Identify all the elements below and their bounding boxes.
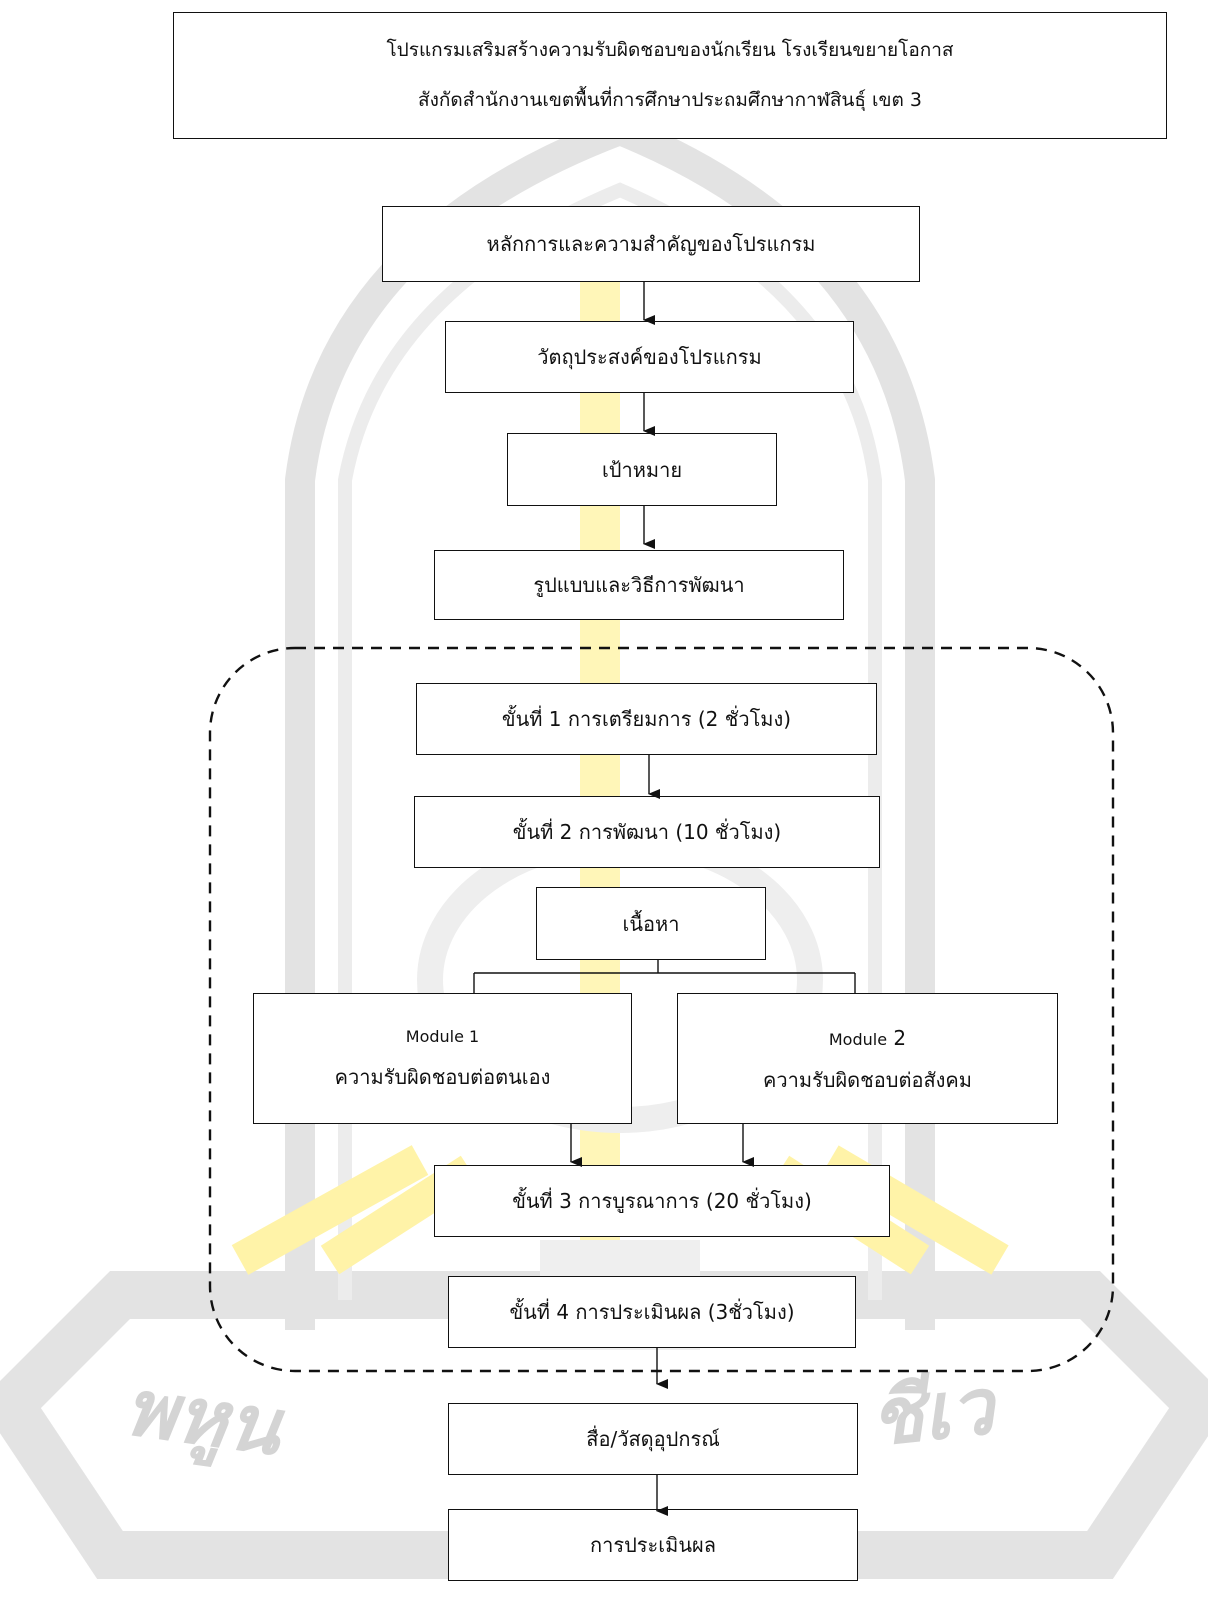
objective-box: วัตถุประสงค์ของโปรแกรม: [445, 321, 854, 393]
content-label: เนื้อหา: [622, 911, 680, 936]
goal-label: เป้าหมาย: [601, 457, 683, 482]
stage3-label: ขั้นที่ 3 การบูรณาการ (20 ชั่วโมง): [512, 1189, 812, 1213]
program-title-box: โปรแกรมเสริมสร้างความรับผิดชอบของนักเรีย…: [173, 12, 1167, 139]
principle-label: หลักการและความสำคัญของโปรแกรม: [486, 232, 816, 256]
evaluation-box: การประเมินผล: [448, 1509, 858, 1581]
objective-label: วัตถุประสงค์ของโปรแกรม: [537, 345, 762, 369]
module2-label-prefix: Module: [828, 1029, 888, 1049]
module1-title: ความรับผิดชอบต่อตนเอง: [334, 1064, 551, 1089]
media-label: สื่อ/วัสดุอุปกรณ์: [586, 1427, 720, 1451]
content-box: เนื้อหา: [536, 887, 766, 960]
principle-box: หลักการและความสำคัญของโปรแกรม: [382, 206, 920, 282]
development-model-label: รูปแบบและวิธีการพัฒนา: [533, 573, 745, 597]
program-title-line2: สังกัดสำนักงานเขตพื้นที่การศึกษาประถมศึก…: [418, 89, 922, 112]
module1-box: Module 1 ความรับผิดชอบต่อตนเอง: [253, 993, 632, 1124]
development-model-box: รูปแบบและวิธีการพัฒนา: [434, 550, 844, 620]
module2-label: Module 2: [829, 1025, 906, 1051]
program-title-line1: โปรแกรมเสริมสร้างความรับผิดชอบของนักเรีย…: [386, 38, 954, 61]
module2-title: ความรับผิดชอบต่อสังคม: [763, 1067, 972, 1092]
goal-box: เป้าหมาย: [507, 433, 777, 506]
media-box: สื่อ/วัสดุอุปกรณ์: [448, 1403, 858, 1475]
stage1-label: ขั้นที่ 1 การเตรียมการ (2 ชั่วโมง): [501, 707, 792, 731]
module2-box: Module 2 ความรับผิดชอบต่อสังคม: [677, 993, 1058, 1124]
module2-label-number: 2: [893, 1025, 907, 1050]
stage2-label: ขั้นที่ 2 การพัฒนา (10 ชั่วโมง): [512, 820, 782, 844]
stage1-box: ขั้นที่ 1 การเตรียมการ (2 ชั่วโมง): [416, 683, 877, 755]
stage3-box: ขั้นที่ 3 การบูรณาการ (20 ชั่วโมง): [434, 1165, 890, 1237]
stage2-box: ขั้นที่ 2 การพัฒนา (10 ชั่วโมง): [414, 796, 880, 868]
stage4-label: ขั้นที่ 4 การประเมินผล (3ชั่วโมง): [509, 1300, 795, 1324]
evaluation-label: การประเมินผล: [590, 1533, 716, 1557]
stage4-box: ขั้นที่ 4 การประเมินผล (3ชั่วโมง): [448, 1276, 856, 1348]
module1-label: Module 1: [405, 1027, 480, 1047]
